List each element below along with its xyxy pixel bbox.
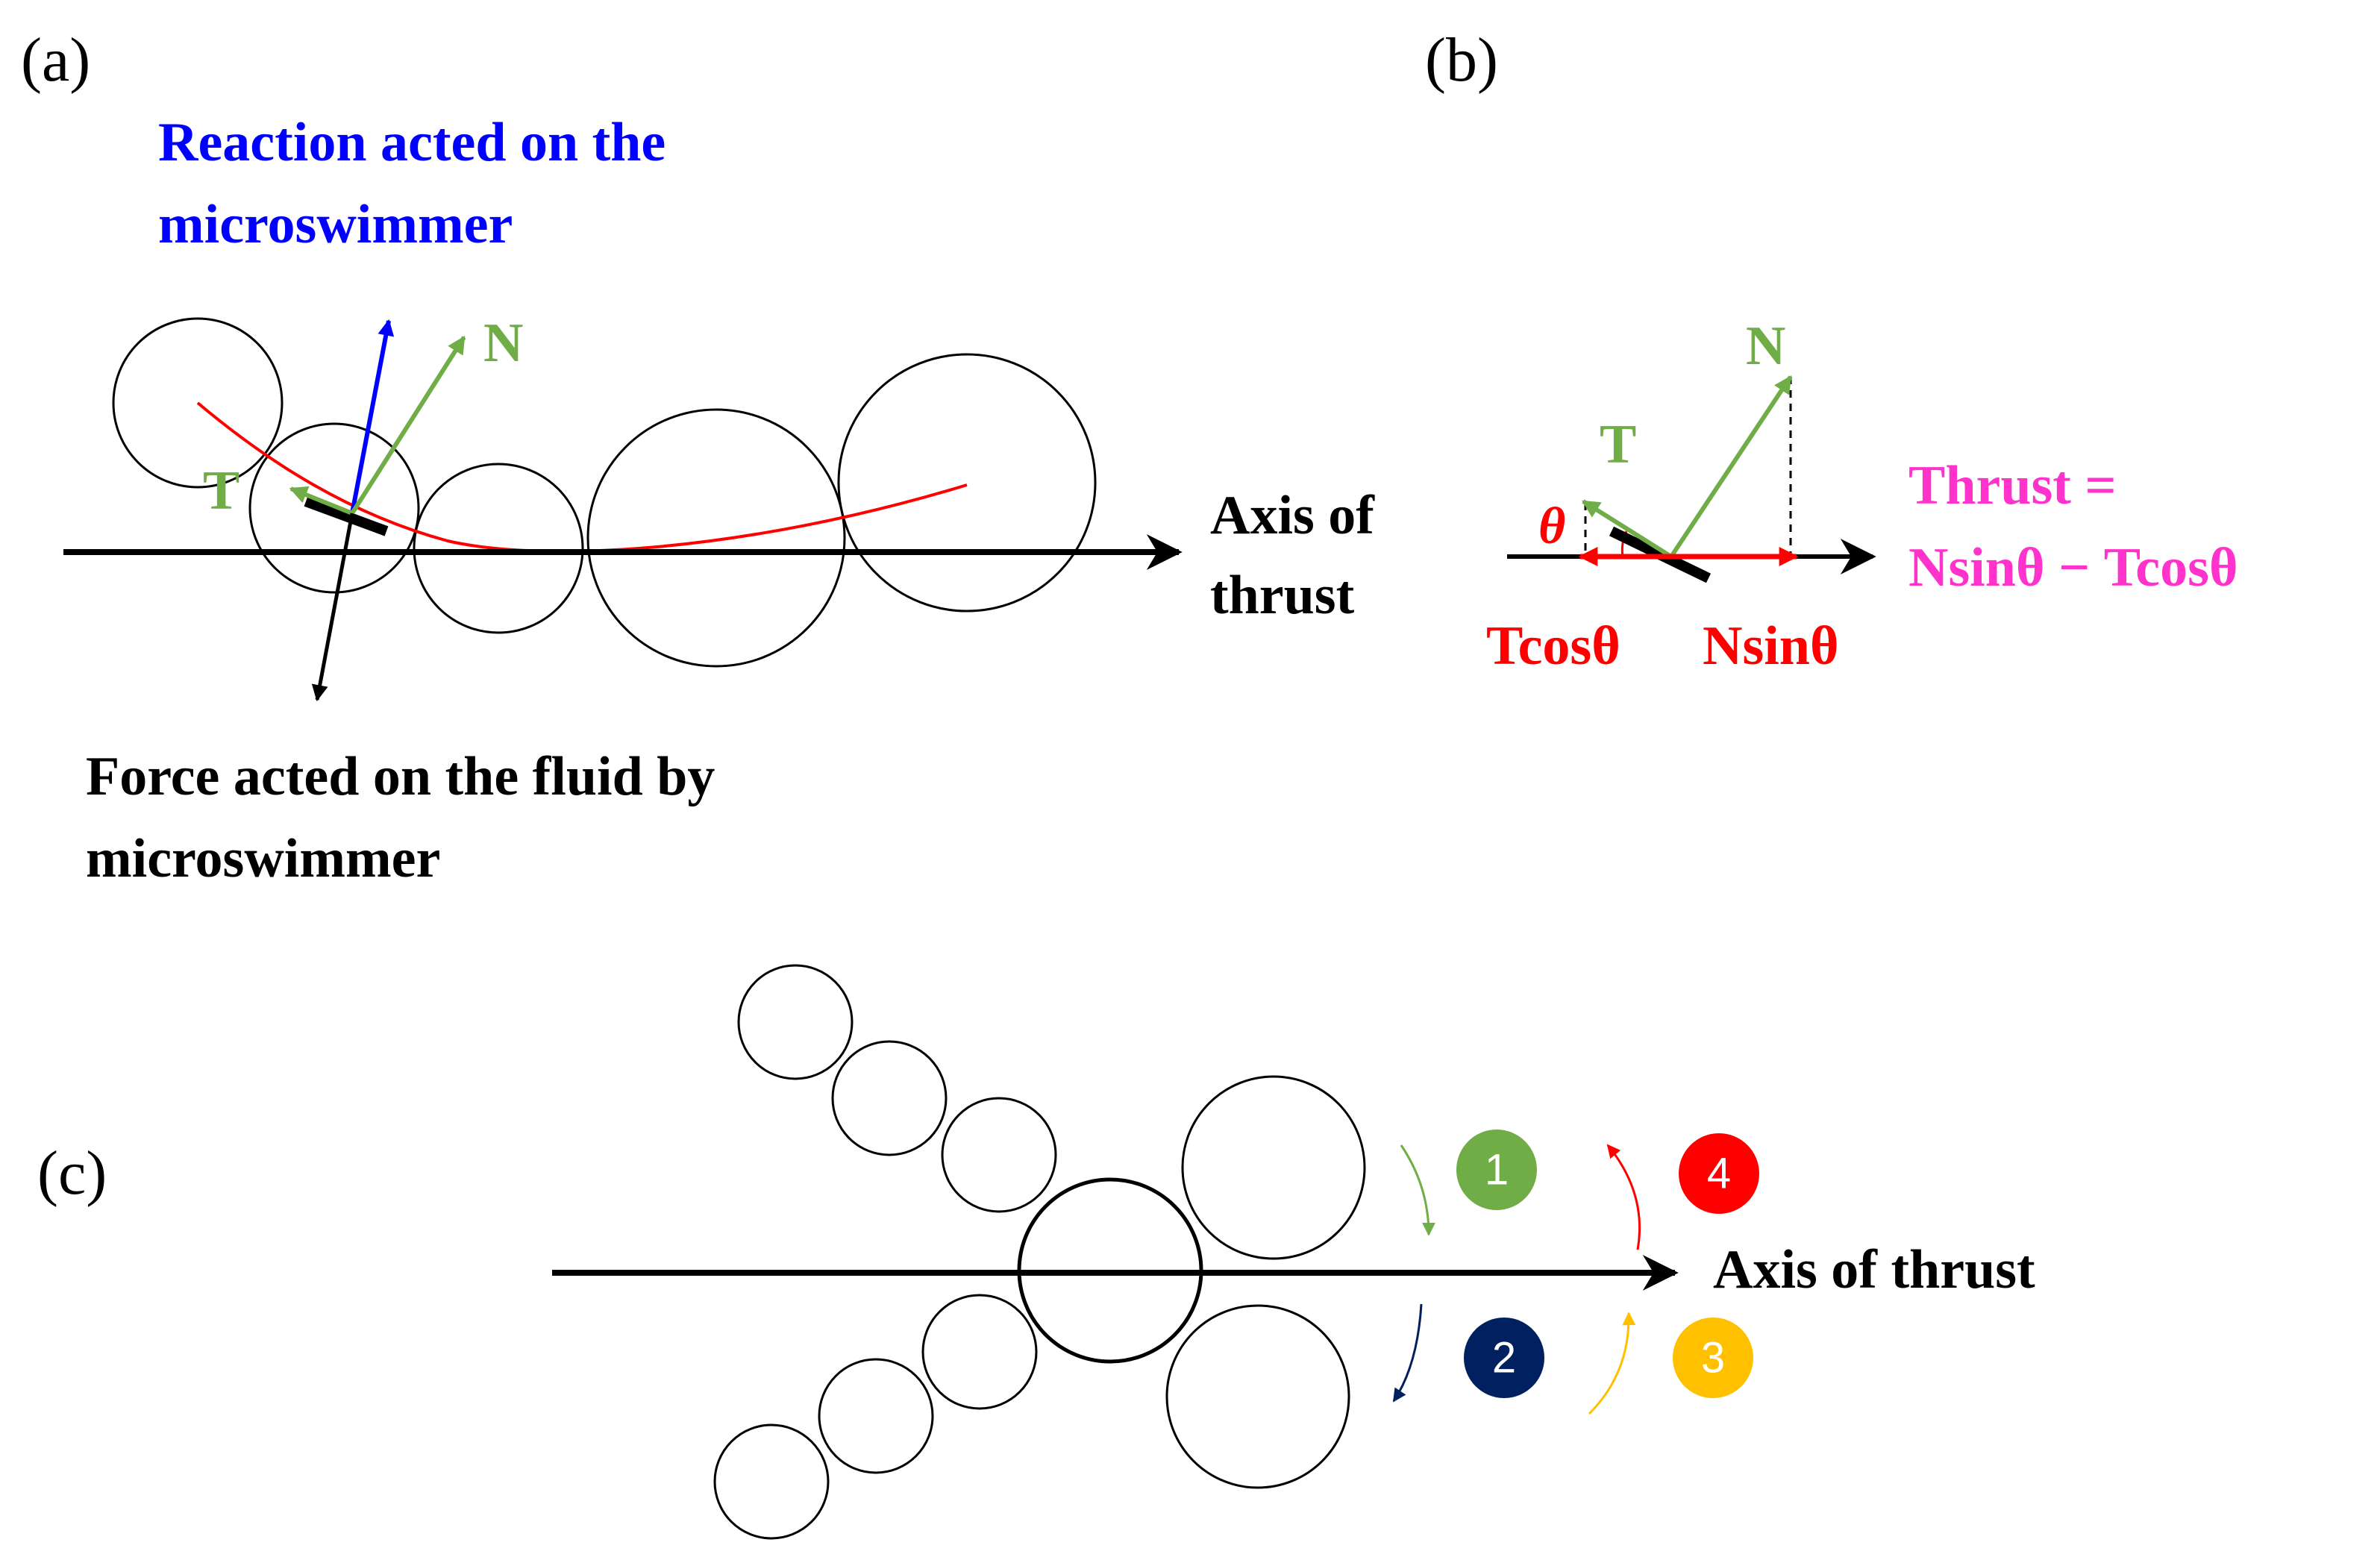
axis-label-a-line2: thrust [1210,565,1355,626]
reaction-arrow [350,319,395,514]
force-label-line1: Force acted on the fluid by [86,746,715,807]
step-2-arrow [1392,1303,1423,1403]
step-3-number: 3 [1701,1334,1725,1382]
step-4-badge [1679,1133,1759,1214]
panel-b: (b) N T θ Tcosθ Nsinθ Thrust = Nsinθ − T… [1425,25,2238,677]
lower-circle-3 [713,1423,830,1540]
lower-circle-2 [818,1358,934,1474]
axis-label-c: Axis of thrust [1713,1239,2035,1300]
thrust-equation-line2: Nsinθ − Tcosθ [1908,537,2238,598]
reaction-label-line2: microswimmer [158,194,513,255]
step-1-arrow [1400,1144,1435,1236]
tcos-label: Tcosθ [1486,615,1620,677]
surface-element-a [304,496,389,536]
panel-a-label: (a) [21,25,90,95]
step-4-arrow [1606,1144,1641,1250]
normal-arrow-b [1669,375,1793,558]
panel-c-label: (c) [37,1138,107,1208]
body-circle-5 [837,353,1097,613]
step-1-number: 1 [1485,1146,1509,1194]
force-on-fluid-arrow [311,513,354,702]
step-3-arrow [1588,1312,1636,1415]
body-circle-1 [112,317,284,489]
upper-circle-4 [1181,1075,1366,1260]
body-circle-2 [248,422,420,594]
tangential-label-a: T [203,460,239,521]
upper-circle-1 [737,964,854,1080]
upper-circle-2 [831,1040,948,1156]
thrust-equation-line1: Thrust = [1908,455,2117,516]
upper-circle-3 [941,1097,1057,1213]
step-2-badge [1464,1318,1544,1398]
lower-circle-4 [1165,1304,1350,1489]
panel-a: (a) Reaction acted on the microswimmer N… [21,25,1375,889]
tangential-label-b: T [1600,414,1636,475]
panel-c: (c) Axis of thrust 1 2 3 4 [37,964,2035,1540]
tangential-arrow-a [289,486,354,516]
normal-arrow-a [350,335,466,515]
panel-b-label: (b) [1425,25,1498,95]
tangential-arrow-b [1581,499,1673,559]
axis-label-a-line1: Axis of [1210,485,1375,546]
body-circle-3 [413,463,584,634]
force-label-line2: microswimmer [86,828,440,889]
step-1-badge [1456,1130,1537,1210]
normal-label-b: N [1746,316,1785,377]
lower-circle-1 [921,1294,1038,1410]
normal-label-a: N [483,313,523,374]
body-circle-4 [586,408,846,668]
theta-label: θ [1538,498,1565,555]
nsin-label: Nsinθ [1703,615,1839,677]
step-3-badge [1673,1318,1753,1398]
body-curve [196,401,968,554]
step-2-number: 2 [1492,1334,1516,1382]
reaction-label-line1: Reaction acted on the [158,112,666,173]
step-4-number: 4 [1707,1150,1731,1198]
